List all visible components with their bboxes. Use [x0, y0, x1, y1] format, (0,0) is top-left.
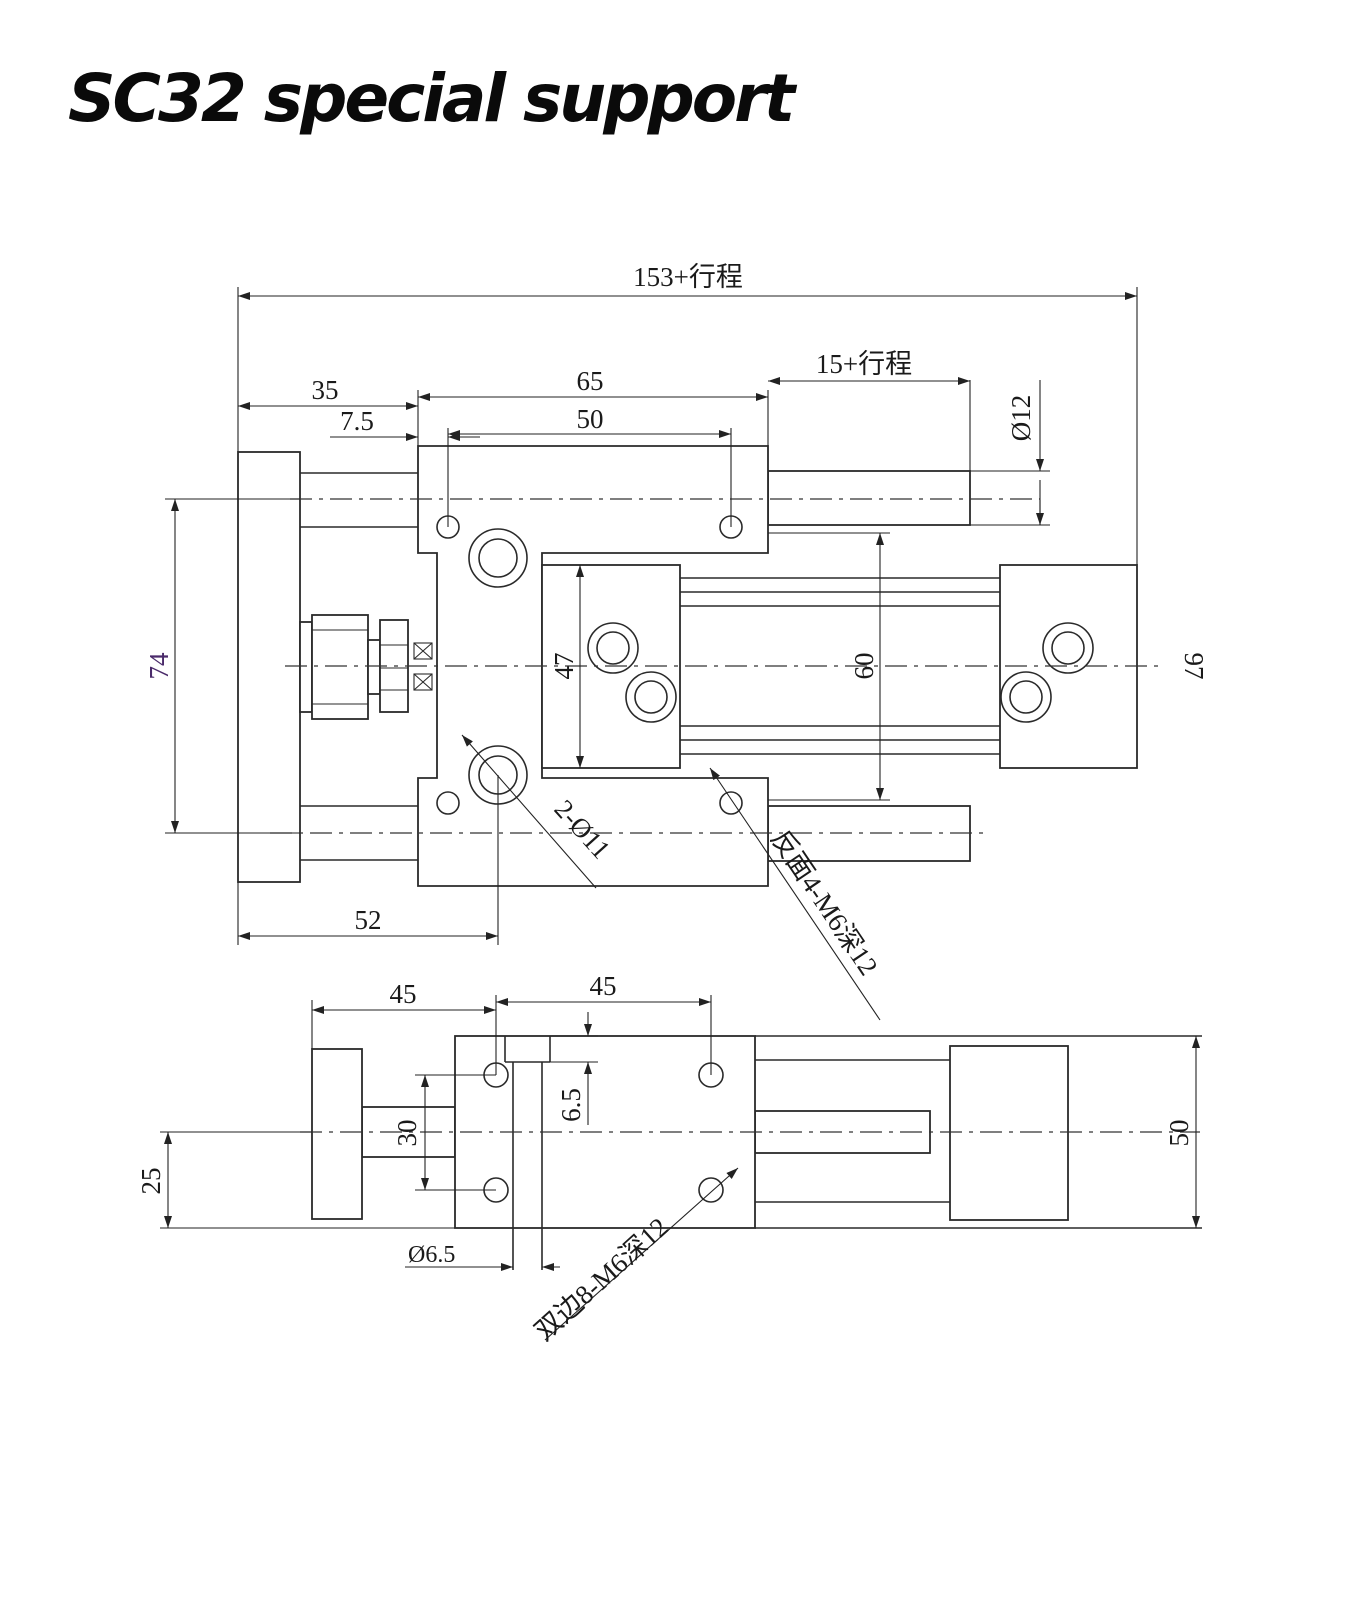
dim-rod-diameter: Ø12: [1006, 395, 1036, 442]
dim-74: 74: [144, 652, 174, 680]
support-bracket: [417, 445, 769, 887]
note-both-sides-holes: 双边8-M6深12: [529, 1212, 674, 1347]
dim-7-5: 7.5: [340, 406, 374, 436]
mounting-holes: [436, 515, 1094, 815]
dim-97: 97: [1179, 653, 1209, 680]
dim-47: 47: [549, 653, 579, 680]
dim-30: 30: [392, 1120, 422, 1147]
dim-65: 65: [577, 366, 604, 396]
dimension-lines-side: [160, 995, 1200, 1341]
dim-45-right: 45: [590, 971, 617, 1001]
top-view: [237, 445, 1165, 887]
piston-rods: [680, 577, 1000, 755]
dim-6-5: 6.5: [556, 1088, 586, 1122]
page-title: SC32 special support: [68, 60, 795, 137]
dim-hole-diameter: Ø6.5: [408, 1242, 455, 1268]
dim-52: 52: [355, 905, 382, 935]
dim-45-left: 45: [390, 979, 417, 1009]
dim-50-side: 50: [1164, 1120, 1194, 1147]
center-lines: [270, 498, 1165, 834]
dim-50-top: 50: [577, 404, 604, 434]
dimension-lines-top: [165, 287, 1138, 1021]
side-end-plate: [311, 1048, 363, 1220]
air-fitting: [299, 614, 433, 720]
dim-overall-length: 153+行程: [633, 262, 743, 292]
side-end-cap: [949, 1045, 1069, 1221]
dim-25: 25: [136, 1168, 166, 1195]
dim-35: 35: [312, 375, 339, 405]
guide-rod-upper: [300, 470, 971, 528]
dim-stroke-15: 15+行程: [816, 349, 912, 379]
dim-60: 60: [849, 653, 879, 680]
side-view: [300, 1035, 1202, 1270]
end-plate: [237, 451, 301, 883]
